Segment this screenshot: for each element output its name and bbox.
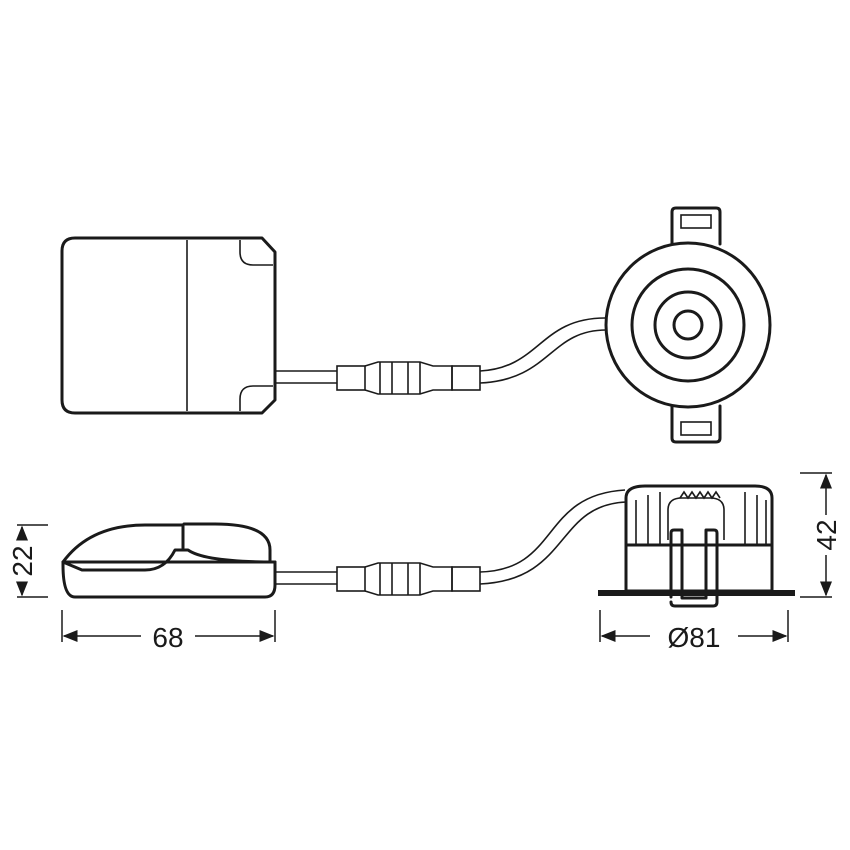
- dimension-label-68: 68: [152, 622, 183, 653]
- dimension-label-42: 42: [811, 519, 842, 550]
- cable-side-view: [275, 489, 627, 596]
- downlight-top-view: [604, 206, 772, 444]
- dimension-downlight-diameter: Ø81: [599, 610, 789, 653]
- cable-top-view: [275, 317, 607, 395]
- dimension-label-81: Ø81: [668, 622, 721, 653]
- dimension-label-22: 22: [7, 545, 38, 576]
- dimension-driver-height: 22: [7, 524, 48, 598]
- dimension-downlight-height: 42: [800, 472, 842, 598]
- dimension-driver-length: 68: [61, 610, 276, 653]
- driver-top-view: [60, 236, 277, 415]
- driver-side-view: [61, 522, 277, 599]
- downlight-side-view: [598, 484, 795, 608]
